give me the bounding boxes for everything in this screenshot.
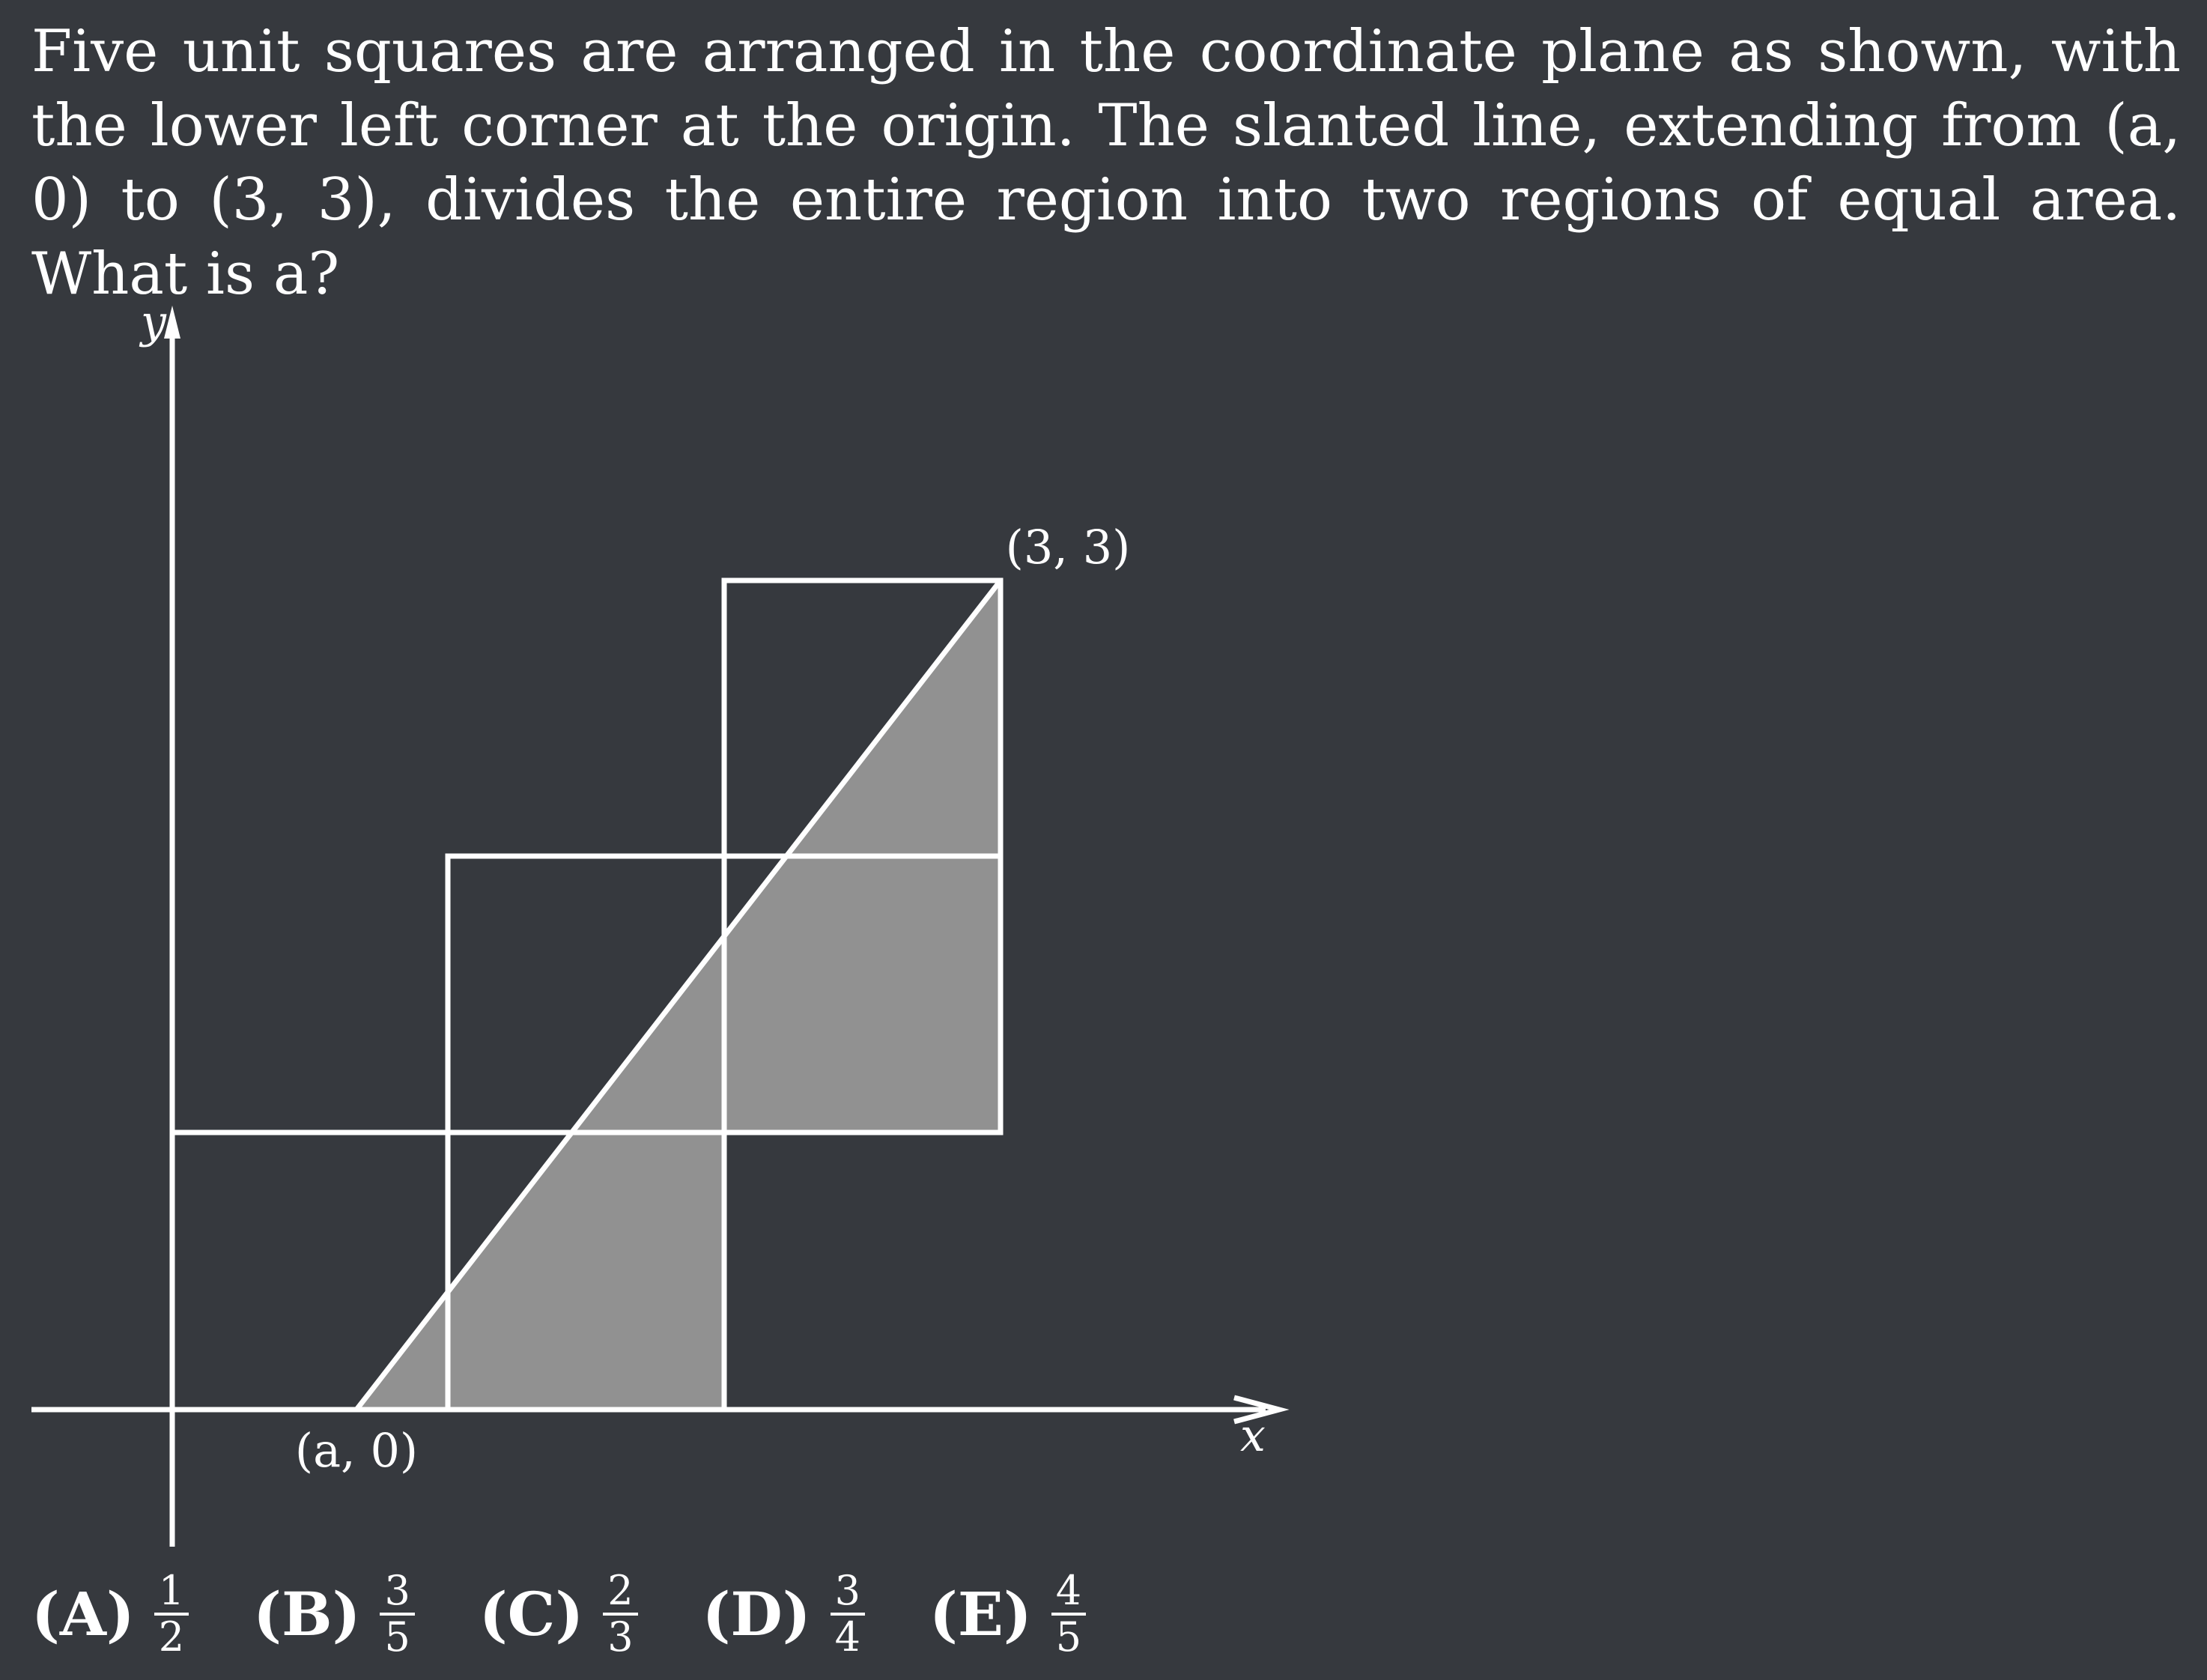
choice-letter: (D) xyxy=(702,1579,811,1649)
fraction-numerator: 3 xyxy=(380,1569,415,1616)
choice-fraction: 1 2 xyxy=(154,1569,189,1659)
square-2-2 xyxy=(721,577,1004,859)
x-axis-label: x xyxy=(1240,1410,1266,1462)
choice-d[interactable]: (D) 3 4 xyxy=(702,1569,865,1659)
fraction-denominator: 5 xyxy=(1055,1613,1082,1661)
fraction-numerator: 4 xyxy=(1051,1569,1087,1616)
point-3-3-label: (3, 3) xyxy=(1006,520,1131,574)
fraction-denominator: 4 xyxy=(834,1613,860,1661)
slanted-line xyxy=(354,578,1003,1412)
fraction-numerator: 3 xyxy=(830,1569,865,1616)
fraction-denominator: 2 xyxy=(158,1613,185,1661)
choice-a[interactable]: (A) 1 2 xyxy=(31,1569,189,1659)
y-axis-arrow xyxy=(164,306,180,339)
choice-b[interactable]: (B) 3 5 xyxy=(253,1569,415,1659)
y-axis-label: y xyxy=(139,296,167,348)
choice-fraction: 3 5 xyxy=(380,1569,415,1661)
choice-e[interactable]: (E) 4 5 xyxy=(929,1569,1087,1661)
unit-squares xyxy=(169,577,1004,1413)
choice-fraction: 4 5 xyxy=(1051,1569,1087,1661)
problem-text: Five unit squares are arranged in the co… xyxy=(31,18,2181,308)
answer-choices: (A) 1 2 (B) 3 5 (C) 2 3 (D) 3 4 (E) 4 5 xyxy=(31,1562,1150,1667)
x-axis-arrow xyxy=(1233,1395,1290,1425)
fraction-denominator: 5 xyxy=(384,1613,410,1661)
choice-letter: (A) xyxy=(31,1579,135,1649)
fraction-numerator: 1 xyxy=(154,1569,189,1616)
fraction-numerator: 2 xyxy=(603,1569,638,1616)
choice-letter: (C) xyxy=(479,1579,584,1649)
choice-fraction: 3 4 xyxy=(830,1569,865,1661)
choice-letter: (E) xyxy=(929,1579,1032,1649)
point-a-label: (a, 0) xyxy=(295,1423,418,1478)
choice-c[interactable]: (C) 2 3 xyxy=(479,1569,638,1659)
choice-fraction: 2 3 xyxy=(603,1569,638,1661)
fraction-denominator: 3 xyxy=(607,1613,634,1661)
choice-letter: (B) xyxy=(253,1579,361,1649)
